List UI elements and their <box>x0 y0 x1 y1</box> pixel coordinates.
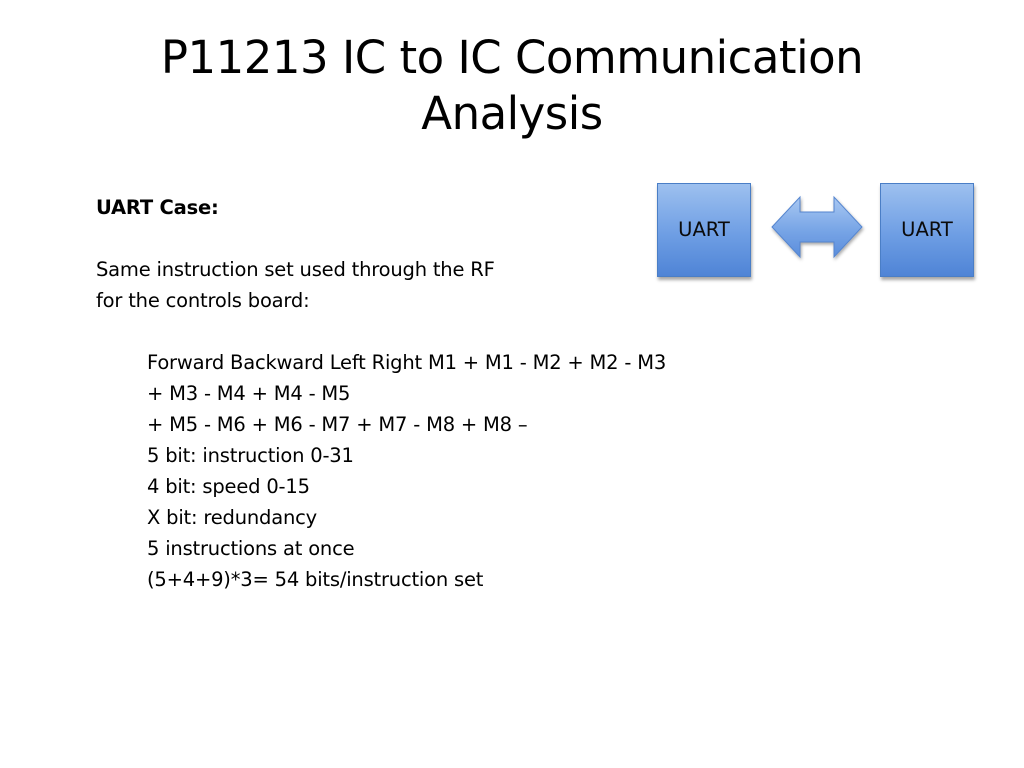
spacer <box>96 316 796 347</box>
double-headed-arrow-icon <box>768 193 868 263</box>
uart-box-right-label: UART <box>901 218 953 241</box>
title-line-2: Analysis <box>421 87 603 141</box>
detail-line: 5 instructions at once <box>147 537 355 560</box>
detail-line: (5+4+9)*3= 54 bits/instruction set <box>147 568 484 591</box>
section-heading: UART Case: <box>96 196 219 219</box>
uart-box-left-label: UART <box>678 218 730 241</box>
detail-list: Forward Backward Left Right M1 + M1 - M2… <box>96 347 796 595</box>
detail-line: 4 bit: speed 0-15 <box>147 475 310 498</box>
detail-line: 5 bit: instruction 0-31 <box>147 444 354 467</box>
uart-box-right: UART <box>880 183 974 277</box>
intro-line-2: for the controls board: <box>96 289 310 312</box>
intro-line-1: Same instruction set used through the RF <box>96 258 495 281</box>
detail-line: X bit: redundancy <box>147 506 317 529</box>
slide-title: P11213 IC to IC Communication Analysis <box>60 30 964 143</box>
title-line-1: P11213 IC to IC Communication <box>160 31 864 84</box>
detail-line: + M3 - M4 + M4 - M5 <box>147 382 351 405</box>
uart-box-left: UART <box>657 183 751 277</box>
slide-body: UART Case: Same instruction set used thr… <box>96 192 796 595</box>
detail-line: Forward Backward Left Right M1 + M1 - M2… <box>147 351 667 374</box>
detail-line: + M5 - M6 + M6 - M7 + M7 - M8 + M8 – <box>147 413 528 436</box>
